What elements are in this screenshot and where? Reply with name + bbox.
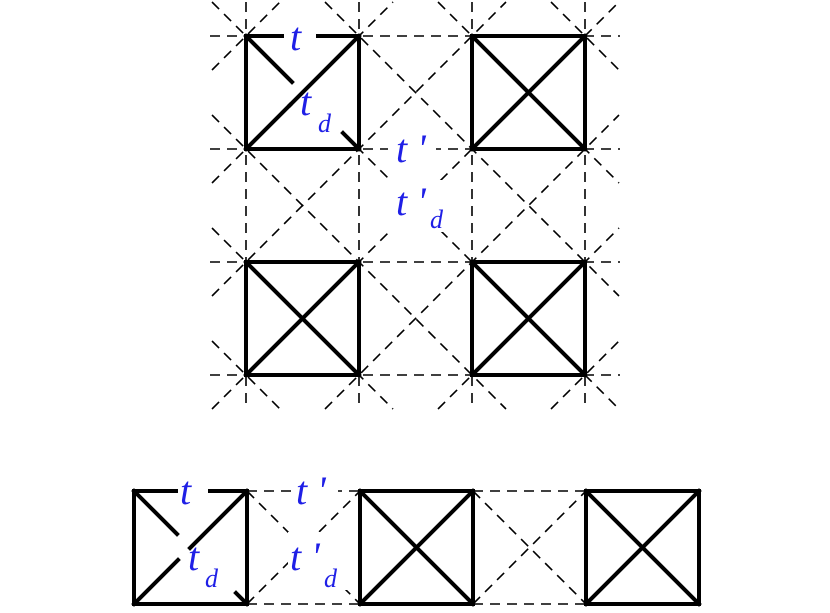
label-masks-ladder: [140, 476, 348, 590]
ladder-label-t: t: [180, 468, 192, 513]
dashed-bond: [472, 490, 587, 605]
ladder-plaquette-1: [131, 488, 250, 607]
label-td-subscript: d: [318, 109, 332, 138]
ladder-label-tprime-d-subscript: d: [324, 564, 338, 593]
dashed-bond: [472, 490, 587, 605]
plaquette-top-right: [469, 33, 588, 152]
label-t: t: [290, 14, 302, 59]
top-plaquettes: [243, 33, 588, 378]
ladder-plaquettes: [131, 488, 702, 607]
label-masks-top: [250, 22, 446, 232]
ladder-plaquette-2: [357, 488, 476, 607]
ladder-label-td: t: [188, 534, 200, 579]
ladder-label-tprime-d: t ': [290, 534, 321, 579]
label-td: t: [300, 79, 312, 124]
ladder-plaquette-3: [583, 488, 702, 607]
bottom-ladder: t t d t ' t ' d: [131, 468, 702, 607]
plaquette-bottom-right: [469, 259, 588, 378]
ladder-labels: t t d t ' t ' d: [180, 468, 338, 593]
top-lattice: t t d t ' t ' d: [210, 1, 620, 410]
label-tprime: t ': [396, 126, 427, 171]
plaquette-top-left: [243, 33, 362, 152]
label-tprime-d-subscript: d: [430, 205, 444, 234]
dashed-bond: [246, 490, 361, 605]
top-labels: t t d t ' t ' d: [290, 14, 444, 234]
ladder-label-td-subscript: d: [205, 564, 219, 593]
ladder-label-tprime: t ': [296, 468, 327, 513]
dashed-bond: [246, 490, 361, 605]
label-tprime-d: t ': [396, 179, 427, 224]
plaquette-bottom-left: [243, 259, 362, 378]
